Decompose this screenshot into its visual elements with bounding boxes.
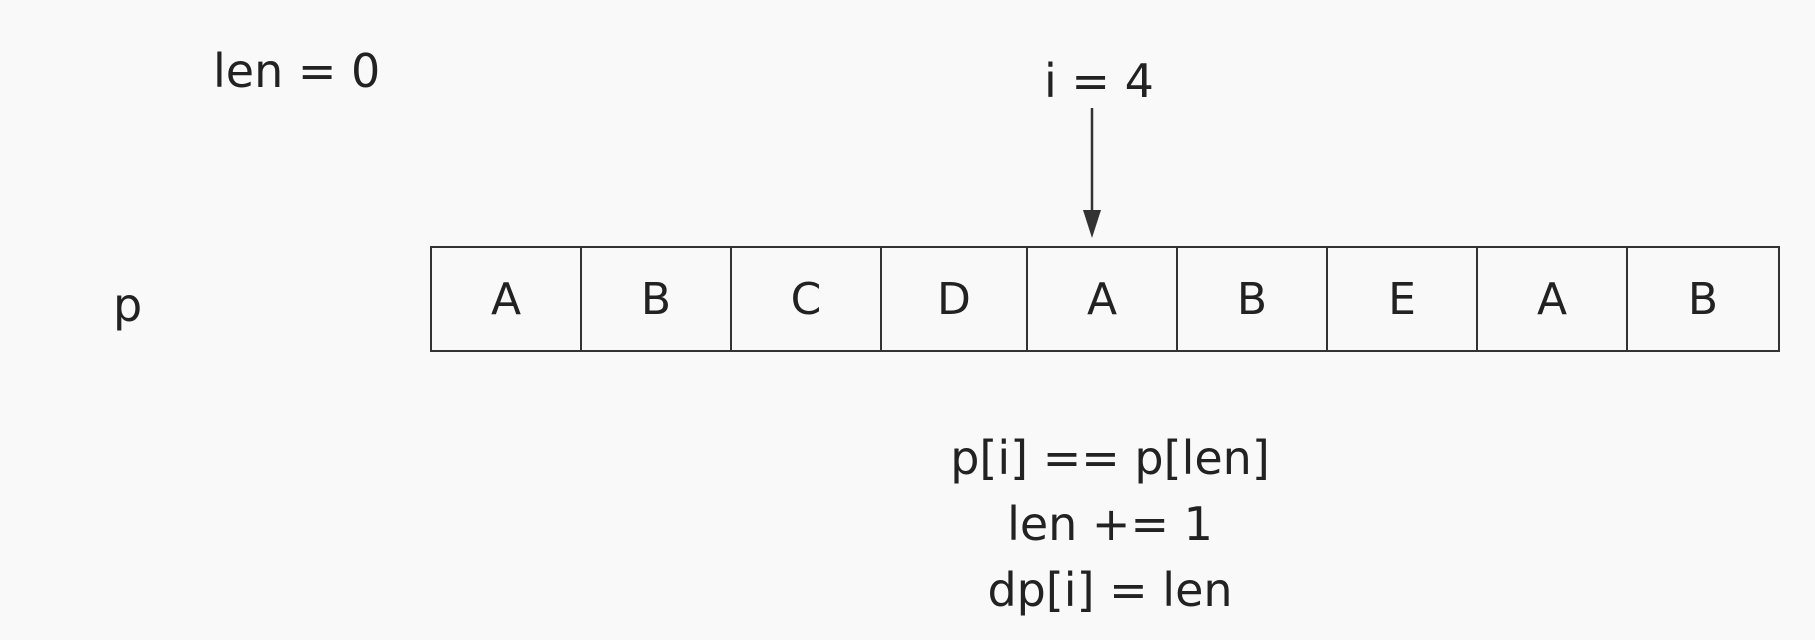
step-explanation: p[i] == p[len] len += 1 dp[i] = len bbox=[900, 425, 1320, 623]
assignment-step: dp[i] = len bbox=[987, 563, 1233, 617]
index-pointer-arrow bbox=[1083, 108, 1101, 238]
arrow-head bbox=[1083, 210, 1101, 238]
increment-step: len += 1 bbox=[1007, 497, 1213, 551]
array-cell: A bbox=[1478, 248, 1628, 350]
array-cell: E bbox=[1328, 248, 1478, 350]
array-cell: D bbox=[882, 248, 1028, 350]
array-cell: B bbox=[582, 248, 732, 350]
array-cell: B bbox=[1687, 273, 1719, 325]
pattern-array: A B C D A B E A B bbox=[430, 246, 1780, 352]
array-cell: A bbox=[432, 248, 582, 350]
index-pointer-label: i = 4 bbox=[1044, 54, 1154, 108]
len-value-label: len = 0 bbox=[213, 44, 381, 98]
array-cell: A bbox=[1028, 248, 1178, 350]
array-name-label: p bbox=[113, 278, 143, 332]
array-cell: B bbox=[1178, 248, 1328, 350]
comparison-step: p[i] == p[len] bbox=[950, 431, 1270, 485]
array-cell: C bbox=[732, 248, 882, 350]
